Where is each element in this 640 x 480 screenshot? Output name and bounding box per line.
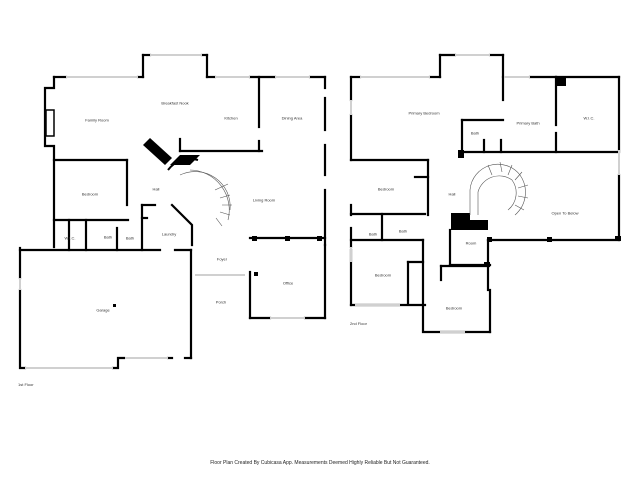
first-floor-walls [18,53,327,370]
room-label-bath: Bath [103,234,113,240]
room-label-primary-bedroom: Primary Bedroom [408,110,440,116]
room-label-porch: Porch [215,299,227,305]
room-label-office: Office [282,280,294,286]
room-label-primary-bath: Primary Bath [516,120,540,126]
room-label-bedroom: Bedroom [377,186,395,192]
floor-label-second: 2nd Floor [350,321,367,326]
room-label-bath: Bath [470,130,480,136]
room-label-wic: W.I.C. [64,235,76,241]
room-label-laundry: Laundry [161,231,177,237]
first-floor-staircase [167,157,232,227]
room-label-bath: Bath [398,228,408,234]
room-label-dining-area: Dining Area [281,115,303,121]
second-floor-staircase [469,161,529,216]
first-floor-windows [19,54,310,369]
second-floor-walls [349,53,621,334]
second-floor-windows [350,54,620,333]
room-label-wic: W.I.C. [583,115,595,121]
room-label-open-to-below: Open To Below [551,210,579,216]
room-label-bedroom: Bedroom [374,272,392,278]
second-floor-fills [451,77,621,267]
room-label-bedroom: Bedroom [445,305,463,311]
room-label-bath: Bath [125,235,135,241]
room-label-hall: Hall [448,191,456,197]
room-label-room: Room [465,240,477,246]
room-label-bedroom: Bedroom [81,191,99,197]
room-label-bath: Bath [368,231,378,237]
room-label-family-room: Family Room [85,117,109,123]
floor-label-first: 1st Floor [18,382,34,387]
room-label-hall: Hall [152,186,160,192]
room-label-breakfast-nook: Breakfast Nook [161,100,189,106]
room-label-living-room: Living Room [252,197,276,203]
room-label-kitchen: Kitchen [224,115,238,121]
first-floor-fills [45,109,322,307]
room-label-foyer: Foyer [216,256,228,262]
room-label-garage: Garage [96,307,110,313]
footer-disclaimer: Floor Plan Created By Cubicasa App. Meas… [210,460,430,466]
